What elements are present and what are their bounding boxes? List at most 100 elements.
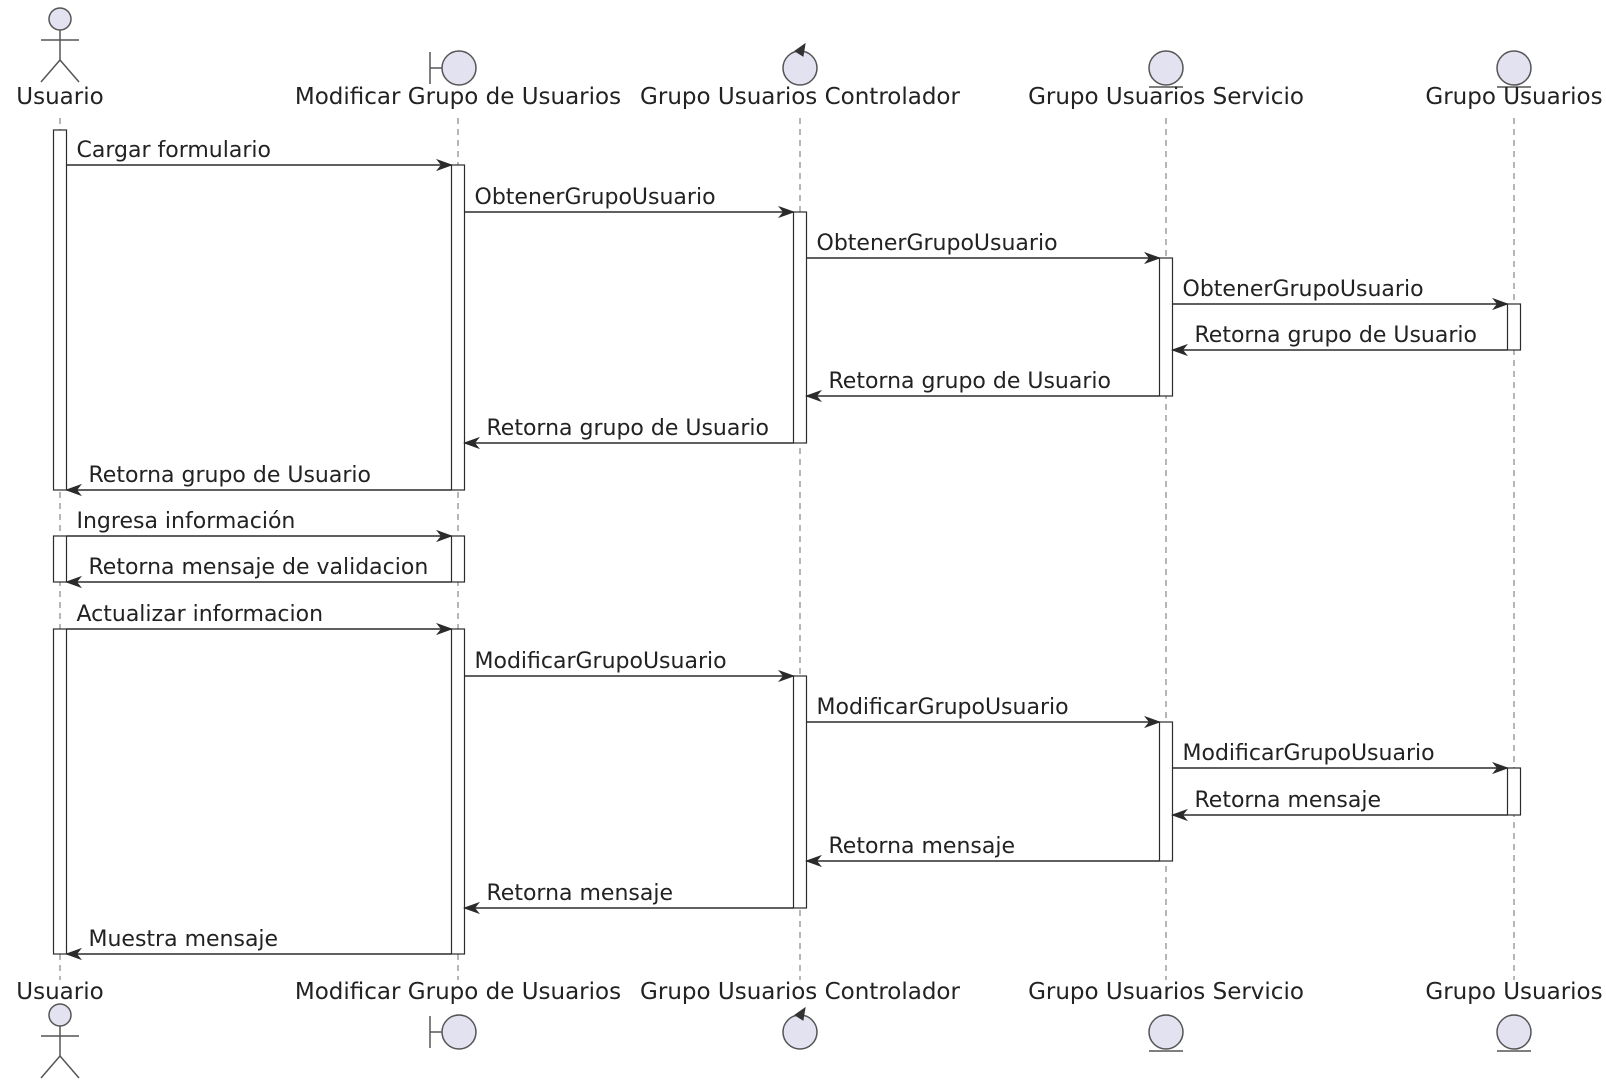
arrowhead-icon xyxy=(1171,343,1188,357)
lifelines xyxy=(59,118,1515,980)
arrowhead-icon xyxy=(65,575,82,589)
message-label: ModificarGrupoUsuario xyxy=(475,649,727,674)
control-icon xyxy=(782,1006,818,1050)
participant-name: Grupo Usuarios xyxy=(1425,84,1602,110)
arrowhead-icon xyxy=(778,205,795,219)
arrowhead-icon xyxy=(805,854,822,868)
message: ObtenerGrupoUsuario xyxy=(464,185,795,219)
message: Actualizar informacion xyxy=(66,602,453,636)
participant-usuario-bottom: Usuario xyxy=(16,979,104,1079)
actor-icon xyxy=(40,7,80,83)
participant-grupo-bottom: Grupo Usuarios xyxy=(1425,979,1603,1052)
message: Retorna grupo de Usuario xyxy=(463,416,794,450)
participant-usuario-top: Usuario xyxy=(16,7,104,110)
message-label: ObtenerGrupoUsuario xyxy=(475,185,716,210)
activation-bar-controlador xyxy=(792,675,808,909)
message-label: Retorna mensaje de validacion xyxy=(89,555,429,580)
message: Cargar formulario xyxy=(66,138,453,172)
message: Retorna mensaje xyxy=(1171,788,1508,822)
message: Retorna grupo de Usuario xyxy=(1171,323,1508,357)
message-label: Ingresa información xyxy=(77,509,296,534)
participant-controlador-bottom: Grupo Usuarios Controlador xyxy=(640,979,960,1050)
message-label: Retorna mensaje xyxy=(487,881,674,906)
message-label: Actualizar informacion xyxy=(77,602,324,627)
message: ModificarGrupoUsuario xyxy=(806,695,1161,729)
message: Muestra mensaje xyxy=(65,927,452,961)
entity-icon xyxy=(1148,1014,1184,1052)
control-icon xyxy=(782,42,818,86)
participant-name: Grupo Usuarios Controlador xyxy=(640,979,960,1005)
activation-bar-usuario xyxy=(52,535,68,583)
arrowhead-icon xyxy=(1144,251,1161,265)
message-label: Retorna grupo de Usuario xyxy=(1195,323,1477,348)
activation-bar-servicio xyxy=(1158,257,1174,397)
entity-icon xyxy=(1496,50,1532,88)
entity-icon xyxy=(1148,50,1184,88)
message-label: ObtenerGrupoUsuario xyxy=(1183,277,1424,302)
participant-name: Usuario xyxy=(16,84,103,110)
participant-name: Modificar Grupo de Usuarios xyxy=(295,979,621,1005)
participant-name: Grupo Usuarios Servicio xyxy=(1028,84,1304,110)
activation-bars xyxy=(52,129,1522,955)
arrowhead-icon xyxy=(65,947,82,961)
participant-name: Grupo Usuarios xyxy=(1425,979,1602,1005)
activation-bar-modificar xyxy=(450,628,466,955)
message: Retorna mensaje de validacion xyxy=(65,555,452,589)
participant-name: Modificar Grupo de Usuarios xyxy=(295,84,621,110)
participant-grupo-top: Grupo Usuarios xyxy=(1425,50,1603,110)
message-label: Retorna grupo de Usuario xyxy=(829,369,1111,394)
arrowhead-icon xyxy=(463,436,480,450)
arrowhead-icon xyxy=(436,622,453,636)
participant-modificar-top: Modificar Grupo de Usuarios xyxy=(295,50,621,110)
participant-modificar-bottom: Modificar Grupo de Usuarios xyxy=(295,979,621,1050)
message-label: Retorna grupo de Usuario xyxy=(487,416,769,441)
activation-bar-usuario xyxy=(52,628,68,955)
message-label: Retorna grupo de Usuario xyxy=(89,463,371,488)
messages: Cargar formularioObtenerGrupoUsuarioObte… xyxy=(65,138,1509,961)
message-label: Retorna mensaje xyxy=(1195,788,1382,813)
message: Ingresa información xyxy=(66,509,453,543)
message-label: Retorna mensaje xyxy=(829,834,1016,859)
message: Retorna grupo de Usuario xyxy=(65,463,452,497)
activation-bar-grupo xyxy=(1506,303,1522,351)
message-label: ModificarGrupoUsuario xyxy=(817,695,1069,720)
boundary-icon xyxy=(429,50,477,86)
entity-icon xyxy=(1496,1014,1532,1052)
participant-name: Usuario xyxy=(16,979,103,1005)
message: ObtenerGrupoUsuario xyxy=(806,231,1161,265)
message: ModificarGrupoUsuario xyxy=(464,649,795,683)
message-label: Cargar formulario xyxy=(77,138,271,163)
arrowhead-icon xyxy=(65,483,82,497)
message-label: Muestra mensaje xyxy=(89,927,279,952)
activation-bar-modificar xyxy=(450,164,466,491)
arrowhead-icon xyxy=(436,158,453,172)
activation-bar-controlador xyxy=(792,211,808,444)
arrowhead-icon xyxy=(436,529,453,543)
message-label: ObtenerGrupoUsuario xyxy=(817,231,1058,256)
arrowhead-icon xyxy=(1144,715,1161,729)
activation-bar-modificar xyxy=(450,535,466,583)
arrowhead-icon xyxy=(1492,761,1509,775)
participant-controlador-top: Grupo Usuarios Controlador xyxy=(640,42,960,110)
arrowhead-icon xyxy=(463,901,480,915)
arrowhead-icon xyxy=(778,669,795,683)
participant-servicio-bottom: Grupo Usuarios Servicio xyxy=(1028,979,1304,1052)
message: Retorna grupo de Usuario xyxy=(805,369,1160,403)
message: ObtenerGrupoUsuario xyxy=(1172,277,1509,311)
message-label: ModificarGrupoUsuario xyxy=(1183,741,1435,766)
activation-bar-grupo xyxy=(1506,767,1522,816)
arrowhead-icon xyxy=(805,389,822,403)
message: Retorna mensaje xyxy=(463,881,794,915)
message: Retorna mensaje xyxy=(805,834,1160,868)
activation-bar-servicio xyxy=(1158,721,1174,862)
participant-servicio-top: Grupo Usuarios Servicio xyxy=(1028,50,1304,110)
participant-name: Grupo Usuarios Servicio xyxy=(1028,979,1304,1005)
arrowhead-icon xyxy=(1492,297,1509,311)
activation-bar-usuario xyxy=(52,129,68,491)
actor-icon xyxy=(40,1003,80,1079)
boundary-icon xyxy=(429,1014,477,1050)
message: ModificarGrupoUsuario xyxy=(1172,741,1509,775)
participant-name: Grupo Usuarios Controlador xyxy=(640,84,960,110)
